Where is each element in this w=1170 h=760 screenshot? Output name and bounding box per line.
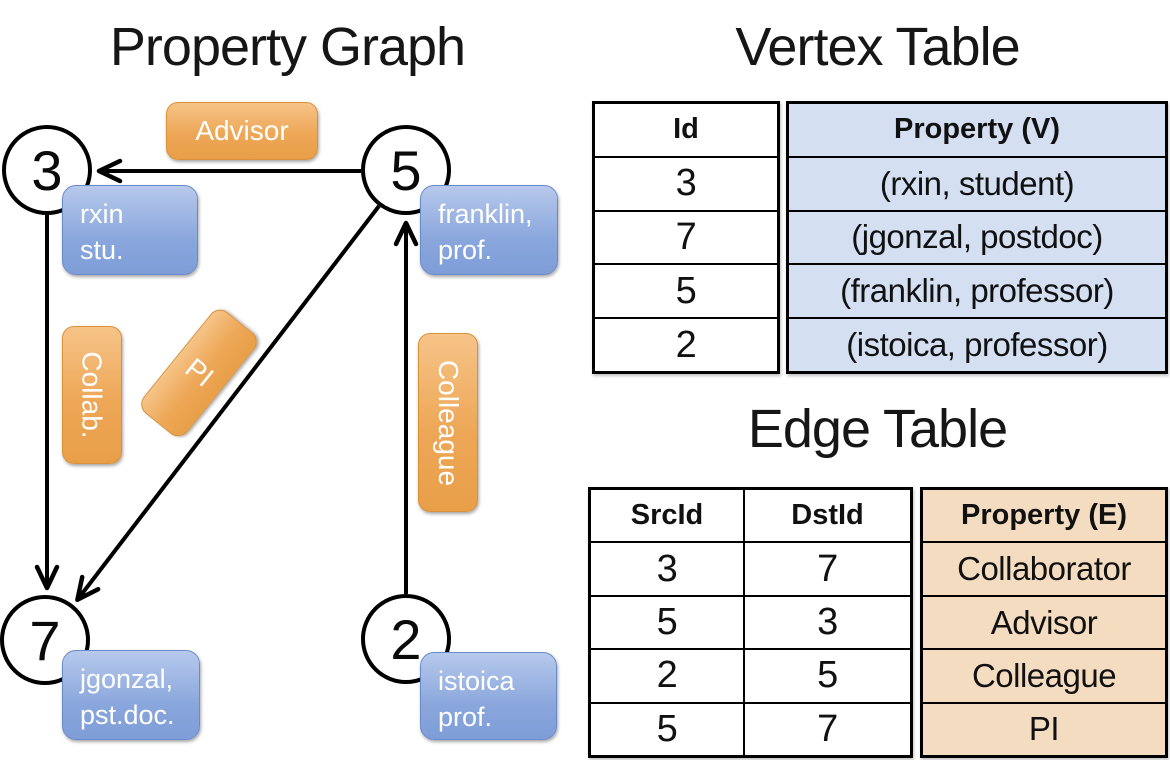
edge-label-colleague: Colleague <box>418 333 478 512</box>
edge-row-property: Collaborator <box>923 541 1165 594</box>
edge-row-property: Advisor <box>923 594 1165 648</box>
vertex-table: Id 3 7 5 2 Property (V) (rxin, student) … <box>592 101 1168 374</box>
edge-table: SrcId 3 5 2 5 DstId 7 3 5 7 Property (E)… <box>588 487 1168 758</box>
edge-label-collab: Collab. <box>62 326 122 464</box>
vertex-row-id: 3 <box>595 155 777 210</box>
edge-label-text: PI <box>179 352 220 393</box>
vertex-label-franklin: franklin, prof. <box>420 185 558 275</box>
vertex-row-property: (istoica, professor) <box>789 317 1165 371</box>
edge-table-id-columns: SrcId 3 5 2 5 DstId 7 3 5 7 <box>588 487 913 758</box>
edge-row-property: Colleague <box>923 648 1165 701</box>
node-id-label: 7 <box>29 608 61 672</box>
edge-table-srcid-column: SrcId 3 5 2 5 <box>591 490 743 755</box>
property-graph-title: Property Graph <box>109 17 466 77</box>
edge-row-srcid: 2 <box>591 648 743 701</box>
vertex-table-property-column: Property (V) (rxin, student) (jgonzal, p… <box>786 101 1168 374</box>
node-id-label: 3 <box>31 138 63 202</box>
edge-row-srcid: 5 <box>591 594 743 648</box>
node-circle-3: 3 <box>2 125 92 215</box>
edge-label-text: Colleague <box>433 359 465 486</box>
vertex-row-id: 5 <box>595 263 777 317</box>
edge-row-dstid: 7 <box>745 701 910 755</box>
edge-table-title: Edge Table <box>747 399 1008 459</box>
edge-label-text: Collab. <box>77 351 109 439</box>
edge-table-dstid-column: DstId 7 3 5 7 <box>743 490 910 755</box>
edge-row-dstid: 3 <box>745 594 910 648</box>
column-header-srcid: SrcId <box>630 499 704 532</box>
edge-row-srcid: 3 <box>591 541 743 594</box>
edge-row-dstid: 7 <box>745 541 910 594</box>
vertex-label-rxin: rxin stu. <box>62 185 198 275</box>
edge-row-srcid: 5 <box>591 701 743 755</box>
vertex-table-id-column: Id 3 7 5 2 <box>592 101 780 374</box>
vertex-row-id: 2 <box>595 317 777 371</box>
edge-row-property: PI <box>923 701 1165 755</box>
column-header-dstid: DstId <box>791 499 864 532</box>
vertex-row-property: (rxin, student) <box>789 155 1165 210</box>
column-header-property-e: Property (E) <box>961 499 1127 532</box>
node-circle-5: 5 <box>361 125 451 215</box>
edge-row-dstid: 5 <box>745 648 910 701</box>
vertex-table-title: Vertex Table <box>735 17 1020 77</box>
vertex-row-property: (franklin, professor) <box>789 263 1165 317</box>
edge-table-property-column: Property (E) Collaborator Advisor Collea… <box>920 487 1168 758</box>
column-header-id: Id <box>673 113 699 146</box>
edge-label-pi: PI <box>136 304 262 442</box>
node-id-label: 5 <box>390 138 422 202</box>
vertex-row-property: (jgonzal, postdoc) <box>789 209 1165 264</box>
vertex-row-id: 7 <box>595 209 777 264</box>
vertex-label-istoica: istoica prof. <box>420 652 557 740</box>
vertex-label-jgonzal: jgonzal, pst.doc. <box>62 650 200 740</box>
node-id-label: 2 <box>390 607 422 671</box>
column-header-property-v: Property (V) <box>894 113 1060 146</box>
edge-label-text: Advisor <box>195 115 289 146</box>
edge-label-advisor: Advisor <box>166 102 318 160</box>
